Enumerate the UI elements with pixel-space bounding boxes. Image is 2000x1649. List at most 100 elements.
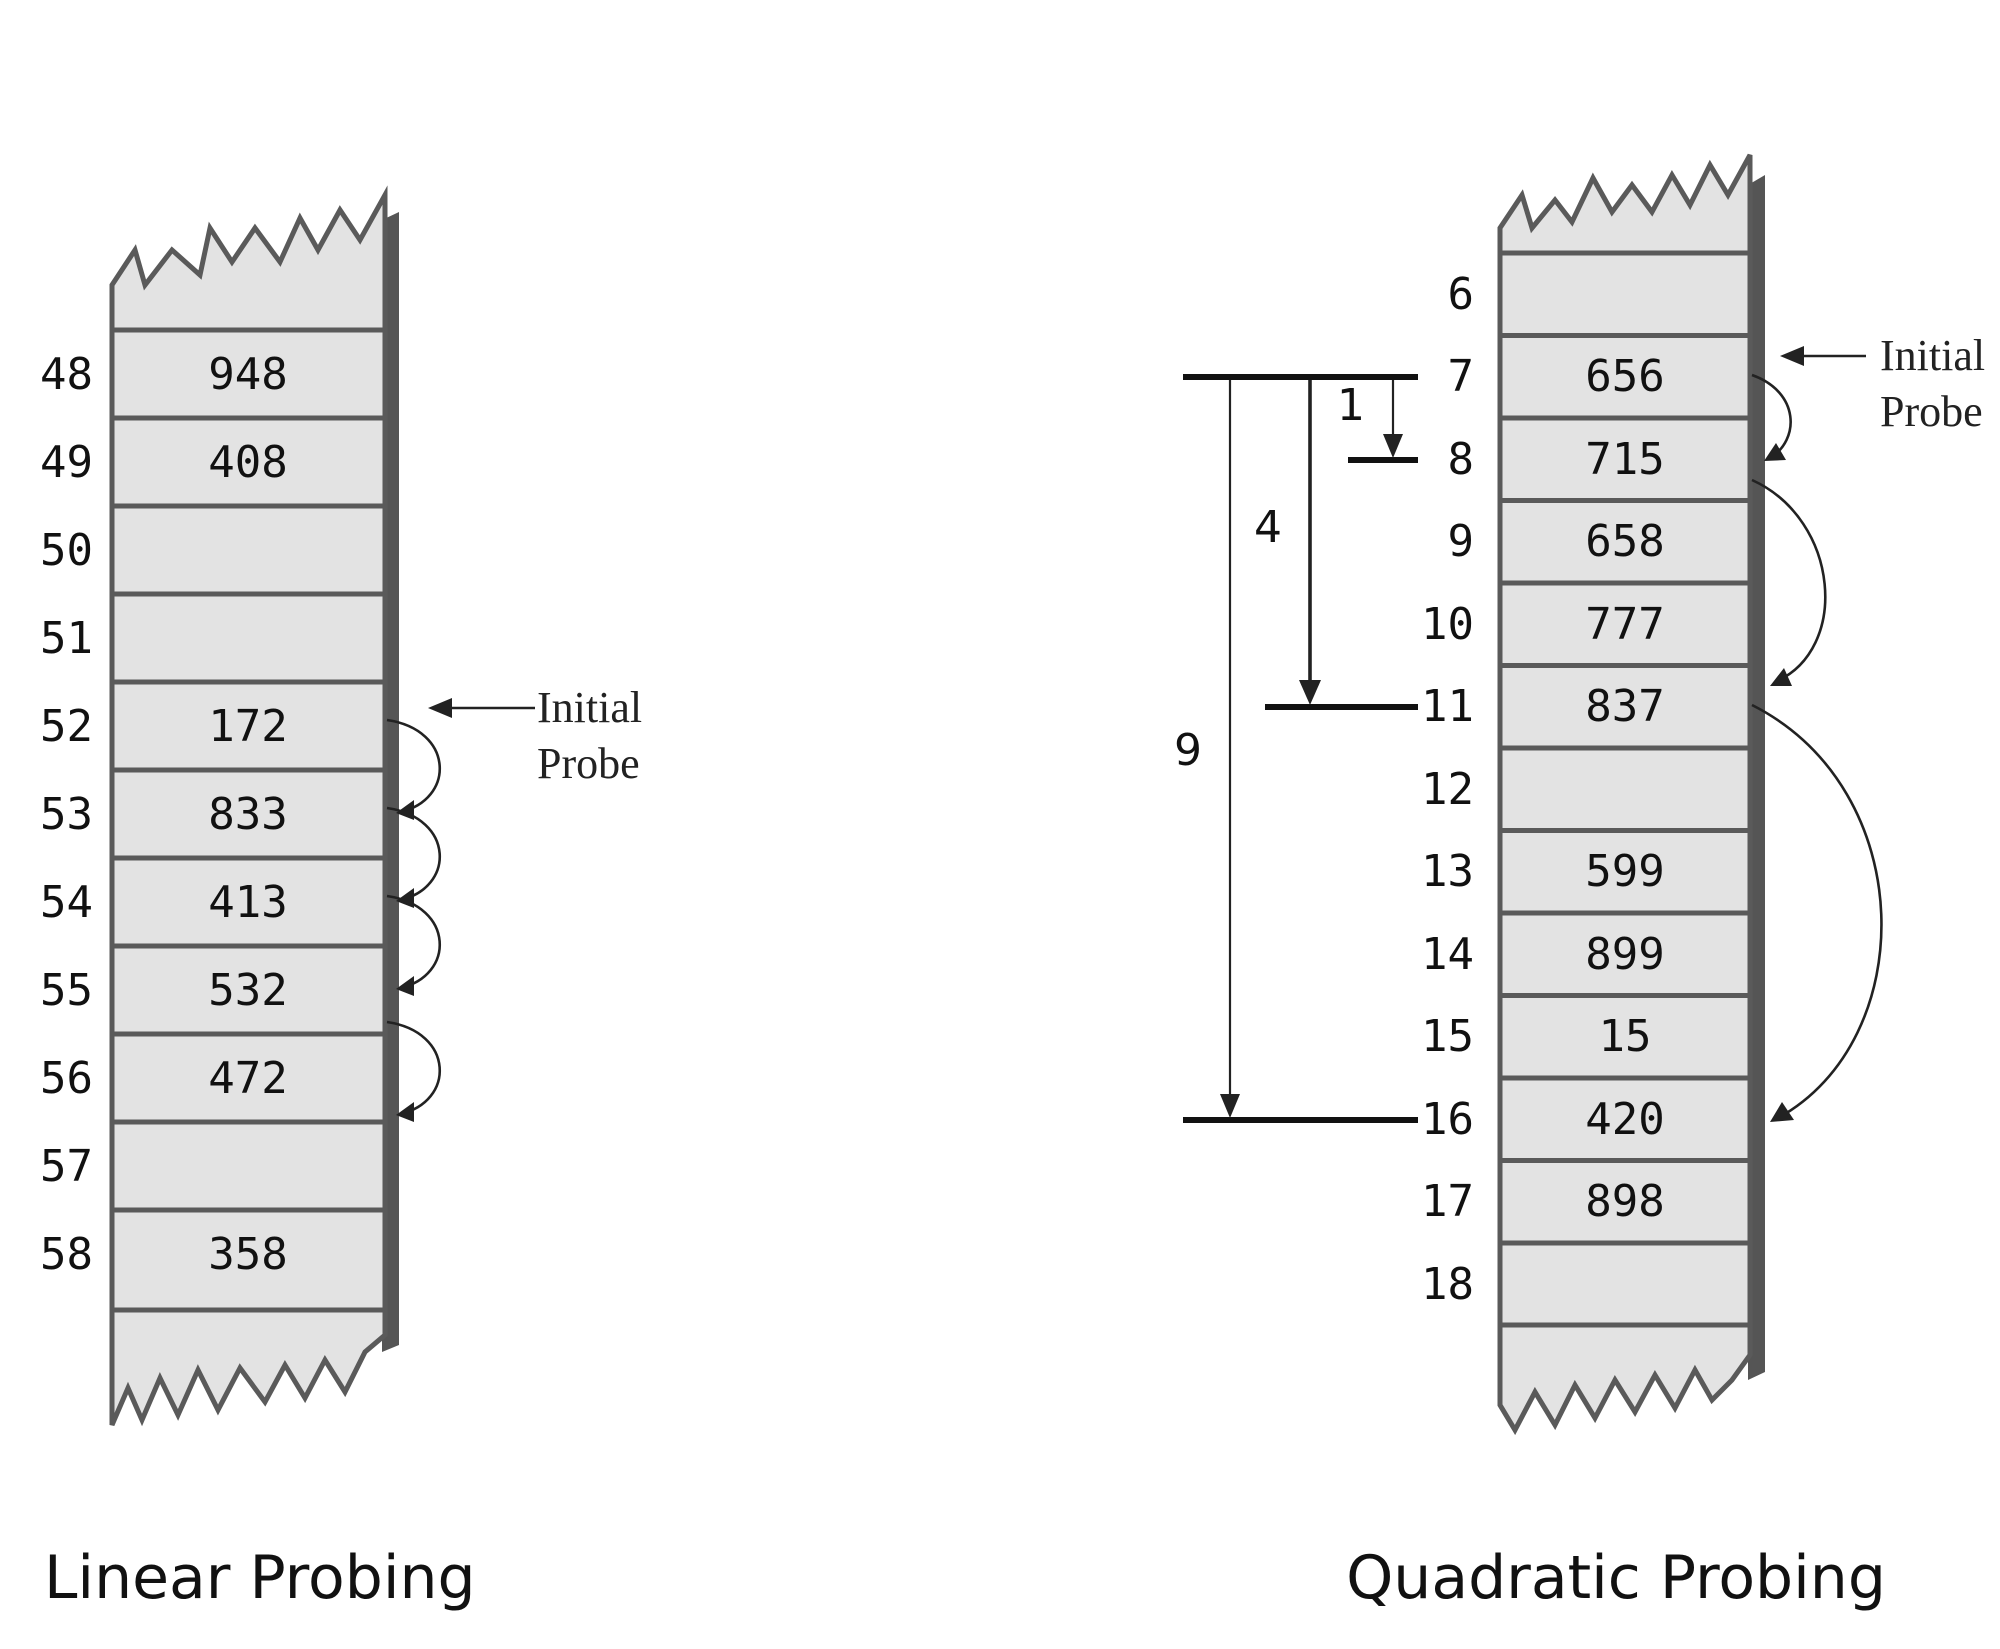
quadratic-index: 10 [1421,599,1474,650]
step-label-9: 9 [1174,725,1202,776]
linear-probe-arrow [386,1020,441,1116]
linear-index: 54 [40,877,93,928]
quadratic-cell-16 [1497,1075,1753,1163]
linear-value: 358 [208,1229,287,1280]
linear-cell-48 [109,327,388,421]
linear-index: 57 [40,1141,93,1192]
linear-torn-bottom [109,1307,388,1427]
initial-probe-label: Initial [537,683,642,732]
linear-cell-53 [109,767,388,861]
arrowhead-icon [396,976,414,996]
quadratic-probe-arrow [1751,703,1883,1120]
linear-cell-55 [109,943,388,1037]
quadratic-cell-6 [1497,250,1753,338]
quadratic-initial-probe-annotation: Initial Probe [1780,331,1985,436]
quadratic-probing-caption: Quadratic Probing [1346,1543,1886,1613]
quadratic-cell-12 [1497,745,1753,833]
quadratic-value: 777 [1585,599,1664,650]
quadratic-distance-markers: 1 4 9 [1174,374,1418,1123]
quadratic-index: 15 [1421,1011,1474,1062]
arrow-left-icon [1780,346,1804,366]
quadratic-index: 11 [1421,681,1474,732]
linear-index: 56 [40,1053,93,1104]
linear-value: 413 [208,877,287,928]
quadratic-index: 7 [1448,351,1475,402]
linear-index: 51 [40,613,93,664]
linear-index: 48 [40,349,93,400]
quadratic-value: 599 [1585,846,1664,897]
step-label-1: 1 [1337,380,1365,431]
quadratic-index: 9 [1448,516,1475,567]
quadratic-probing-table: 6 7 8 9 10 11 12 13 14 15 16 17 18 656 7… [1174,153,1985,1613]
arrow-left-icon [428,698,452,718]
linear-index: 55 [40,965,93,1016]
linear-index-labels: 48 49 50 51 52 53 54 55 56 57 58 [40,349,93,1280]
quadratic-cell-13 [1497,828,1753,916]
arrowhead-icon [1770,1102,1794,1122]
quadratic-cell-14 [1497,910,1753,998]
quadratic-values: 656 715 658 777 837 599 899 15 420 898 [1585,351,1664,1227]
arrowhead-icon [396,800,414,820]
quadratic-value: 420 [1585,1094,1664,1145]
quadratic-torn-bottom [1497,1322,1753,1436]
quadratic-probe-arcs [1751,373,1883,1122]
quadratic-value: 898 [1585,1176,1664,1227]
linear-cell-51 [109,591,388,685]
quadratic-value: 656 [1585,351,1664,402]
linear-cell-50 [109,503,388,597]
quadratic-value: 899 [1585,929,1664,980]
linear-torn-top [109,185,388,333]
quadratic-cell-18 [1497,1240,1753,1328]
linear-value: 472 [208,1053,287,1104]
linear-probe-arcs [386,718,441,1122]
linear-probing-table: 48 49 50 51 52 53 54 55 56 57 58 948 408… [40,185,642,1613]
quadratic-value: 15 [1599,1011,1652,1062]
arrow-down-icon [1220,1094,1240,1118]
linear-cell-58 [109,1207,388,1313]
arrow-down-icon [1299,680,1321,705]
arrow-down-icon [1383,434,1403,458]
quadratic-index: 6 [1448,269,1475,320]
initial-probe-label: Probe [1880,387,1983,436]
arrowhead-icon [1770,668,1792,686]
linear-cell-54 [109,855,388,949]
linear-value: 948 [208,349,287,400]
linear-index: 52 [40,701,93,752]
quadratic-index: 13 [1421,846,1474,897]
arrowhead-icon [396,1102,414,1122]
quadratic-cell-10 [1497,580,1753,668]
arrowhead-icon [1764,443,1786,461]
linear-cell-57 [109,1119,388,1213]
quadratic-index-labels: 6 7 8 9 10 11 12 13 14 15 16 17 18 [1421,269,1474,1310]
quadratic-cell-9 [1497,498,1753,586]
linear-index: 49 [40,437,93,488]
quadratic-index: 8 [1448,434,1475,485]
linear-values: 948 408 172 833 413 532 472 358 [208,349,287,1280]
linear-value: 172 [208,701,287,752]
quadratic-index: 17 [1421,1176,1474,1227]
linear-probing-caption: Linear Probing [44,1543,476,1613]
quadratic-cell-11 [1497,663,1753,751]
quadratic-cells [1497,250,1753,1328]
linear-value: 532 [208,965,287,1016]
quadratic-value: 837 [1585,681,1664,732]
quadratic-value: 658 [1585,516,1664,567]
quadratic-index: 18 [1421,1259,1474,1310]
quadratic-cell-8 [1497,415,1753,503]
quadratic-cell-17 [1497,1158,1753,1246]
linear-index: 58 [40,1229,93,1280]
linear-probe-arrow [386,718,441,814]
linear-initial-probe-annotation: Initial Probe [428,683,642,788]
quadratic-value: 715 [1585,434,1664,485]
linear-value: 833 [208,789,287,840]
linear-cells [109,327,388,1313]
initial-probe-label: Probe [537,739,640,788]
quadratic-index: 12 [1421,764,1474,815]
quadratic-torn-top [1497,153,1753,256]
quadratic-index: 16 [1421,1094,1474,1145]
arrowhead-icon [396,888,414,908]
step-label-4: 4 [1254,502,1282,553]
initial-probe-label: Initial [1880,331,1985,380]
linear-index: 53 [40,789,93,840]
